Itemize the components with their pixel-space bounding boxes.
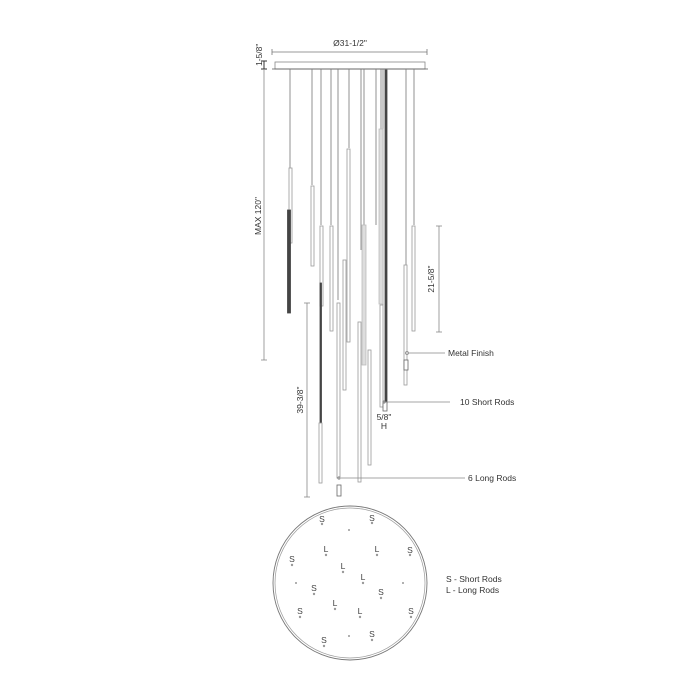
svg-text:S: S <box>407 545 413 555</box>
legend-long: L - Long Rods <box>446 585 499 595</box>
legend-short: S - Short Rods <box>446 574 502 584</box>
long-rods-callout: 6 Long Rods <box>468 473 516 483</box>
rod-diameter-label: 5/8" <box>377 412 392 422</box>
svg-text:L: L <box>341 561 346 571</box>
short-rod-length-dimension <box>436 225 442 333</box>
long-rod-length-dimension <box>304 302 310 498</box>
short-rod-length-label: 21-5/8" <box>426 265 436 292</box>
svg-text:S: S <box>408 606 414 616</box>
svg-text:S: S <box>319 514 325 524</box>
metal-finish-swatch <box>403 359 409 371</box>
max-height-dimension <box>261 69 267 361</box>
metal-finish-callout: Metal Finish <box>448 348 494 358</box>
svg-text:L: L <box>333 598 338 608</box>
svg-text:S: S <box>321 635 327 645</box>
canopy <box>274 61 426 70</box>
canopy-height-label: 1-5/8" <box>254 44 264 66</box>
svg-text:S: S <box>297 606 303 616</box>
max-height-label: MAX 120" <box>253 197 263 235</box>
svg-text:S: S <box>369 629 375 639</box>
pendant-rods <box>287 69 416 497</box>
canopy-width-dimension <box>271 49 428 55</box>
svg-text:L: L <box>358 606 363 616</box>
svg-text:L: L <box>324 544 329 554</box>
svg-text:L: L <box>375 544 380 554</box>
plan-view: S S L L S S L L S S L L S S S S <box>272 505 428 661</box>
rod-diameter-marker: H <box>381 421 387 431</box>
svg-text:S: S <box>289 554 295 564</box>
short-rods-callout: 10 Short Rods <box>460 397 514 407</box>
svg-text:L: L <box>361 572 366 582</box>
long-rod-finish-swatch <box>336 484 342 497</box>
svg-text:S: S <box>311 583 317 593</box>
svg-text:S: S <box>369 513 375 523</box>
svg-text:S: S <box>378 587 384 597</box>
canopy-diameter-label: Ø31-1/2" <box>333 38 367 48</box>
long-rod-length-label: 39-3/8" <box>295 386 305 413</box>
